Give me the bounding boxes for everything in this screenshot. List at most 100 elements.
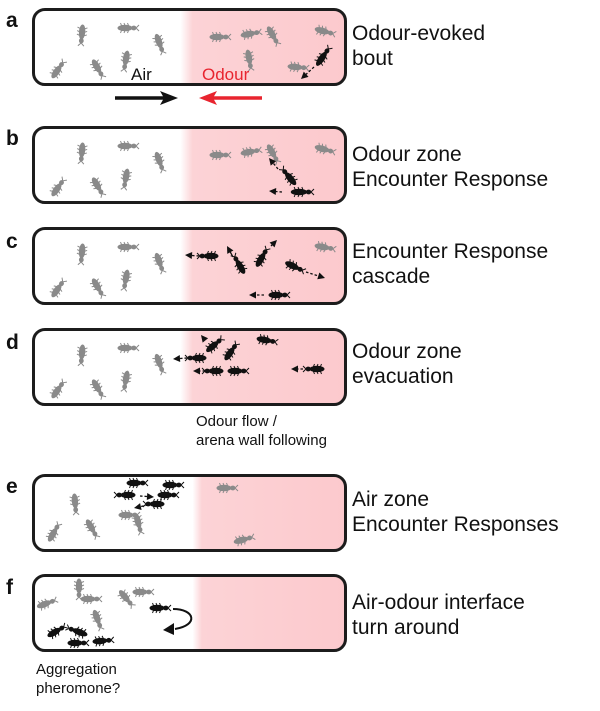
active-beetle-icon (67, 637, 90, 649)
resting-beetle-icon (117, 241, 140, 253)
resting-beetle-icon (76, 344, 88, 367)
caption-c: Encounter Response cascade (352, 239, 548, 289)
resting-beetle-icon (209, 149, 232, 161)
caption-d-line2: evacuation (352, 365, 454, 388)
movement-arrow-icon (185, 252, 200, 259)
resting-beetle-icon (89, 278, 107, 299)
panel-label-b: b (6, 127, 19, 150)
resting-beetle-icon (120, 50, 132, 73)
active-beetle-icon (113, 489, 136, 501)
resting-beetle-icon (76, 243, 88, 266)
resting-beetle-icon (73, 578, 85, 601)
resting-beetle-icon (89, 177, 107, 198)
active-beetle-icon (196, 250, 219, 262)
odour-label: Odour (202, 65, 250, 84)
movement-arrow-icon (291, 365, 303, 373)
resting-beetle-icon (216, 482, 239, 494)
resting-beetle-icon (49, 277, 68, 298)
resting-beetle-icon (314, 24, 337, 38)
resting-beetle-icon (117, 589, 136, 609)
resting-beetle-icon (152, 33, 167, 56)
active-beetle-icon (205, 335, 225, 354)
movement-arrow-icon (201, 335, 209, 343)
active-beetle-icon (314, 44, 333, 66)
resting-beetle-icon (120, 168, 132, 191)
panel-label-a: a (6, 9, 18, 32)
caption-b-line1: Odour zone (352, 143, 462, 166)
arena-b (32, 126, 347, 204)
air-label: Air (131, 65, 152, 84)
resting-beetle-icon (69, 493, 81, 516)
active-beetle-icon (227, 365, 250, 377)
active-beetle-icon (285, 259, 307, 275)
flow-arrows (115, 91, 262, 105)
caption-f-line2: turn around (352, 616, 460, 639)
resting-beetle-icon (83, 519, 101, 540)
caption-f-line1: Air-odour interface (352, 591, 525, 614)
resting-beetle-icon (287, 61, 310, 73)
panel-label-c: c (6, 230, 18, 253)
panel-label-e: e (6, 475, 18, 498)
wall-following-note: Odour flow / arena wall following (196, 412, 327, 450)
active-beetle-icon (47, 622, 68, 640)
resting-beetle-icon (76, 142, 88, 165)
caption-e-line1: Air zone (352, 488, 430, 511)
aggregation-note-line1: Aggregation (36, 661, 117, 678)
resting-beetle-icon (152, 353, 167, 376)
active-beetle-icon (162, 479, 185, 491)
resting-beetle-icon (49, 176, 68, 197)
movement-arrow-icon (193, 367, 205, 375)
arena-d (32, 328, 347, 406)
caption-b: Odour zone Encounter Response (352, 142, 548, 192)
movement-arrow-icon (269, 240, 277, 248)
resting-beetle-icon (117, 342, 140, 354)
odour-flow-arrow (199, 91, 262, 105)
arena-a (32, 8, 347, 86)
movement-arrow-icon (173, 355, 188, 362)
movement-arrow-icon (301, 66, 315, 79)
panel-label-d: d (6, 331, 19, 354)
active-beetle-icon (92, 635, 115, 647)
resting-beetle-icon (264, 144, 282, 165)
active-beetle-icon (184, 352, 207, 364)
resting-beetle-icon (314, 241, 337, 253)
arena-b-beetles (49, 140, 337, 198)
active-beetle-icon (256, 334, 279, 346)
active-beetle-icon (65, 624, 88, 639)
active-beetle-icon (126, 477, 149, 489)
panel-label-f: f (6, 576, 13, 599)
caption-d-line1: Odour zone (352, 340, 462, 363)
resting-beetle-icon (76, 24, 88, 47)
active-beetle-icon (149, 602, 172, 614)
resting-beetle-icon (314, 142, 337, 156)
aggregation-note: Aggregation pheromone? (36, 660, 120, 698)
resting-beetle-icon (49, 378, 68, 399)
active-beetle-icon (222, 340, 241, 361)
caption-a-line2: bout (352, 47, 393, 70)
caption-d: Odour zone evacuation (352, 339, 462, 389)
caption-a: Odour-evoked bout (352, 21, 485, 71)
resting-beetle-icon (120, 370, 132, 393)
resting-beetle-icon (240, 28, 263, 40)
movement-arrow-icon (269, 158, 279, 170)
active-beetle-icon (253, 245, 271, 267)
active-beetle-icon (302, 363, 325, 375)
caption-e: Air zone Encounter Responses (352, 487, 559, 537)
arena-f (32, 574, 347, 652)
resting-beetle-icon (49, 58, 68, 79)
arena-f-beetles (36, 578, 193, 649)
wall-following-note-line1: Odour flow / (196, 413, 277, 430)
resting-beetle-icon (264, 26, 282, 47)
resting-beetle-icon (36, 596, 59, 611)
resting-beetle-icon (152, 151, 167, 174)
resting-beetle-icon (120, 269, 132, 292)
arena-c-beetles (49, 240, 337, 301)
movement-arrow-icon (305, 271, 325, 280)
active-beetle-icon (142, 498, 165, 510)
active-beetle-icon (290, 186, 315, 198)
resting-beetle-icon (240, 146, 263, 158)
caption-e-line2: Encounter Responses (352, 513, 559, 536)
caption-b-line2: Encounter Response (352, 168, 549, 191)
resting-beetle-icon (45, 521, 63, 542)
arena-d-beetles (49, 334, 325, 400)
